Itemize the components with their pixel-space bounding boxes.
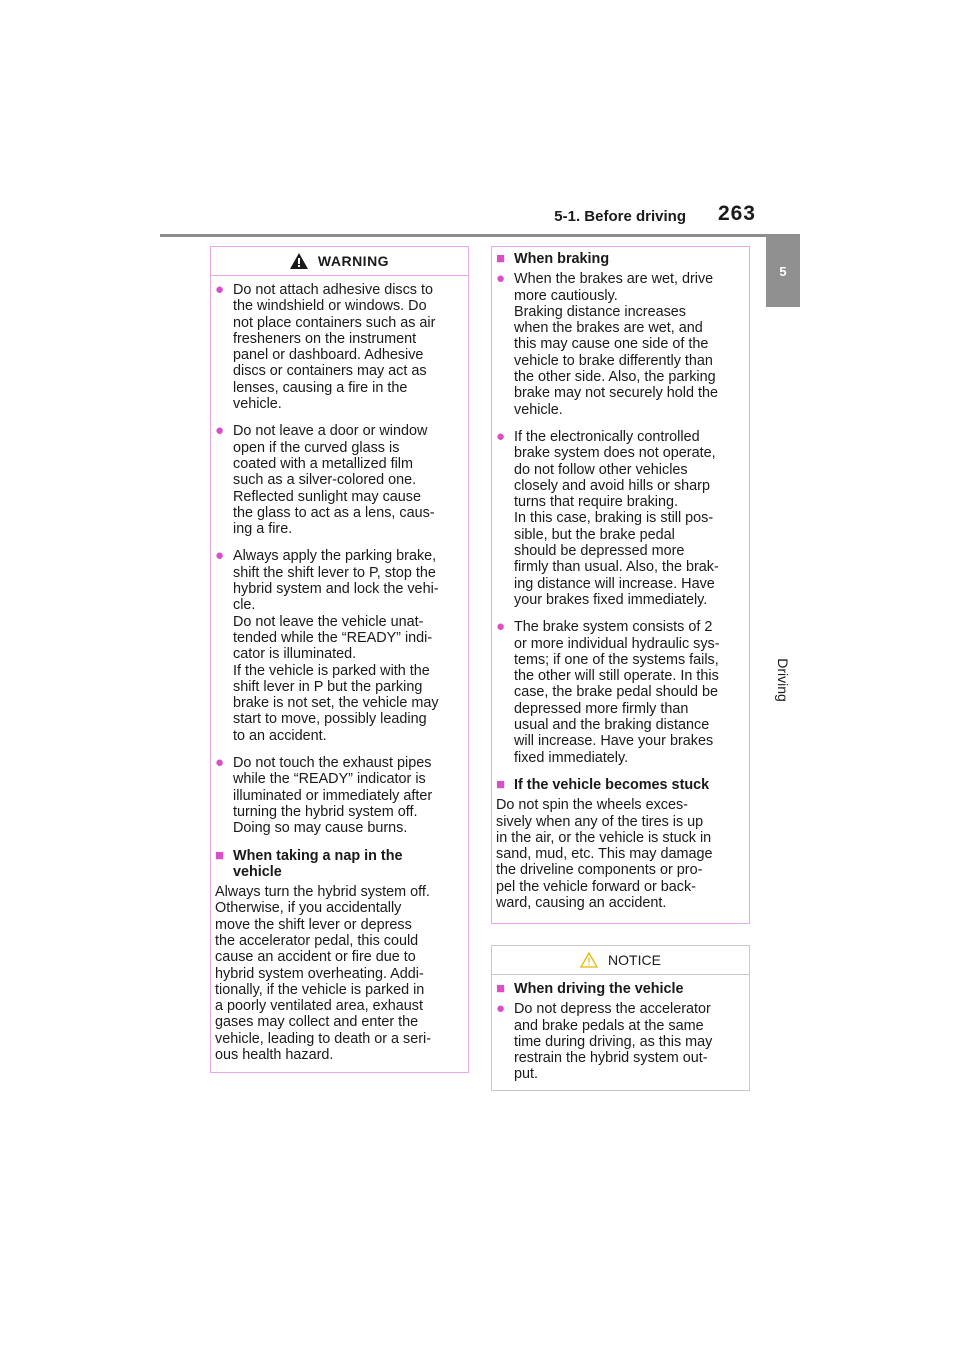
square-bullet-icon: ■ bbox=[215, 846, 225, 864]
page-header: 5-1. Before driving 263 bbox=[160, 200, 800, 237]
braking-bullet: ● If the electronically controlled brake… bbox=[496, 427, 742, 608]
bullet-dot-icon: ● bbox=[215, 547, 225, 565]
warning-bullet-text: Do not leave a door or window open if th… bbox=[233, 423, 435, 538]
caution-triangle-icon bbox=[580, 952, 599, 968]
warning-title: WARNING bbox=[317, 252, 390, 269]
braking-bullet-text: If the electronically controlled brake s… bbox=[514, 428, 719, 608]
warning-bullet: ● Do not attach adhesive discs to the wi… bbox=[215, 281, 461, 413]
notice-bullet-text: Do not depress the accelerator and brake… bbox=[514, 1001, 713, 1083]
warning-bullet-text: Always apply the parking brake, shift th… bbox=[233, 548, 439, 744]
bullet-dot-icon: ● bbox=[496, 618, 506, 636]
notice-heading: ■ When driving the vehicle bbox=[496, 980, 742, 997]
warning-bullet: ● Do not touch the exhaust pipes while t… bbox=[215, 754, 461, 837]
page-number: 263 bbox=[717, 202, 756, 225]
stuck-heading: ■ If the vehicle becomes stuck bbox=[496, 775, 742, 793]
braking-bullet-text: The brake system consists of 2 or more i… bbox=[514, 619, 720, 766]
bullet-dot-icon: ● bbox=[496, 270, 506, 288]
braking-bullet: ● The brake system consists of 2 or more… bbox=[496, 619, 742, 766]
stuck-paragraph: Do not spin the wheels exces- sively whe… bbox=[496, 797, 713, 911]
notice-title: NOTICE bbox=[608, 951, 661, 968]
notice-bullet: ● Do not depress the accelerator and bra… bbox=[496, 1000, 742, 1083]
chapter-label-text: Driving bbox=[775, 658, 792, 702]
braking-heading: ■ When braking bbox=[496, 250, 742, 267]
bullet-dot-icon: ● bbox=[496, 427, 506, 445]
notice-heading-text: When driving the vehicle bbox=[514, 981, 684, 997]
notice-box: NOTICE ■ When driving the vehicle ● Do n… bbox=[491, 945, 750, 1091]
warning-bullet: ● Always apply the parking brake, shift … bbox=[215, 548, 461, 744]
stuck-heading-text: If the vehicle becomes stuck bbox=[514, 776, 710, 793]
bullet-dot-icon: ● bbox=[496, 1000, 506, 1018]
chapter-tab: 5 bbox=[766, 235, 800, 307]
braking-box: ■ When braking ● When the brakes are wet… bbox=[491, 246, 750, 924]
square-bullet-icon: ■ bbox=[496, 250, 506, 267]
warning-box: WARNING ● Do not attach adhesive discs t… bbox=[210, 246, 469, 1073]
warning-bullet: ● Do not leave a door or window open if … bbox=[215, 423, 461, 537]
bullet-dot-icon: ● bbox=[215, 281, 225, 298]
braking-bullet-text: When the brakes are wet, drive more caut… bbox=[514, 271, 718, 418]
nap-heading-text: When taking a nap in the vehicle bbox=[233, 847, 403, 880]
braking-bullet: ● When the brakes are wet, drive more ca… bbox=[496, 271, 742, 418]
section-title: 5-1. Before driving bbox=[554, 208, 686, 225]
nap-paragraph: Always turn the hybrid system off. Other… bbox=[215, 884, 431, 1064]
warning-bullet-text: Do not attach adhesive discs to the wind… bbox=[233, 282, 436, 413]
bullet-dot-icon: ● bbox=[215, 422, 225, 440]
braking-heading-text: When braking bbox=[514, 251, 610, 267]
warning-header: WARNING bbox=[211, 247, 468, 276]
warning-bullet-text: Do not touch the exhaust pipes while the… bbox=[233, 755, 433, 837]
square-bullet-icon: ■ bbox=[496, 775, 506, 793]
bullet-dot-icon: ● bbox=[215, 754, 225, 772]
chapter-label: Driving bbox=[766, 640, 800, 720]
square-bullet-icon: ■ bbox=[496, 980, 506, 997]
nap-heading: ■ When taking a nap in the vehicle bbox=[215, 846, 461, 881]
notice-header: NOTICE bbox=[492, 946, 749, 975]
warning-triangle-icon bbox=[289, 253, 308, 269]
